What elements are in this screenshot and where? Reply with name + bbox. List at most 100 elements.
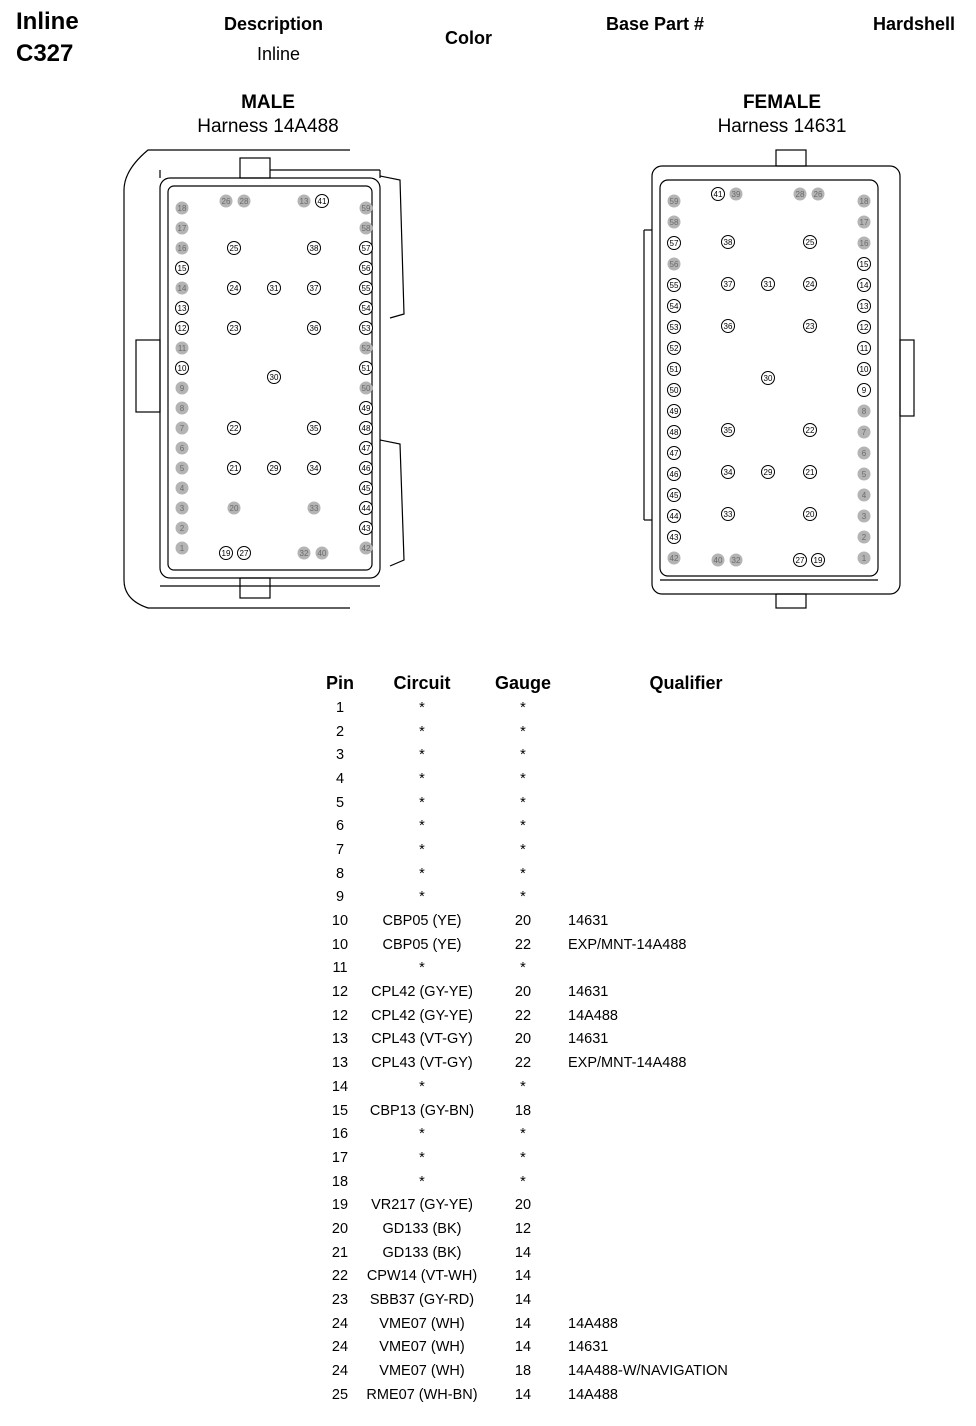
- pin-label: 18: [860, 197, 869, 206]
- pin-circle: [175, 541, 189, 555]
- male-pin: 36: [307, 321, 321, 335]
- pin-label: 47: [670, 449, 679, 458]
- gauge-cell: 18: [514, 1363, 532, 1380]
- pin-label: 22: [806, 426, 815, 435]
- pin-label: 18: [178, 204, 187, 213]
- pin-label: 49: [362, 404, 371, 413]
- female-pin: 59: [667, 194, 681, 208]
- pin-cell: 20: [331, 1220, 349, 1237]
- pin-circle: [359, 461, 373, 475]
- circuit-cell: CPL43 (VT-GY): [371, 1031, 473, 1048]
- table-row: 2**: [318, 720, 808, 744]
- table-row: 4**: [318, 767, 808, 791]
- female-pin: 3: [857, 509, 871, 523]
- circuit-cell: CBP05 (YE): [382, 913, 462, 930]
- table-row: 7**: [318, 838, 808, 862]
- table-row: 1**: [318, 696, 808, 720]
- circuit-cell: *: [419, 1126, 425, 1143]
- pin-label: 37: [724, 280, 733, 289]
- pin-circle: [667, 404, 681, 418]
- male-pin-layer: 1817161514131211109876543215958575655545…: [175, 194, 373, 560]
- pin-label: 17: [178, 224, 187, 233]
- circuit-cell: RME07 (WH-BN): [366, 1386, 478, 1403]
- circuit-cell: CPL42 (GY-YE): [371, 984, 473, 1001]
- connector-id: C327: [16, 40, 74, 67]
- pin-label: 34: [310, 464, 319, 473]
- qualifier-cell: [564, 1075, 808, 1099]
- pin-circle: [721, 235, 735, 249]
- female-pin: 45: [667, 488, 681, 502]
- qualifier-cell: [564, 1265, 808, 1289]
- qualifier-cell: 14A488: [568, 1315, 618, 1332]
- qualifier-cell: [564, 1241, 808, 1265]
- male-pin: 35: [307, 421, 321, 435]
- pin-cell: 11: [332, 960, 348, 977]
- pin-circle: [803, 319, 817, 333]
- qualifier-cell: [564, 838, 808, 862]
- male-pin: 58: [359, 221, 373, 235]
- male-pin: 25: [227, 241, 241, 255]
- circuit-cell: *: [419, 818, 425, 835]
- pin-circle: [711, 187, 725, 201]
- female-pin: 2: [857, 530, 871, 544]
- female-pin: 18: [857, 194, 871, 208]
- male-title: MALE: [241, 92, 295, 113]
- male-pin: 50: [359, 381, 373, 395]
- pin-label: 28: [240, 197, 249, 206]
- pin-circle: [307, 241, 321, 255]
- pin-circle: [803, 465, 817, 479]
- qualifier-cell: [564, 862, 808, 886]
- male-pin: 30: [267, 370, 281, 384]
- pin-label: 36: [310, 324, 319, 333]
- female-pin: 17: [857, 215, 871, 229]
- qualifier-cell: EXP/MNT-14A488: [568, 1055, 687, 1072]
- pin-circle: [307, 281, 321, 295]
- male-connector-outline: [123, 149, 405, 609]
- pin-cell: 8: [335, 865, 345, 882]
- male-pin: 20: [227, 501, 241, 515]
- male-pin: 56: [359, 261, 373, 275]
- female-pin: 55: [667, 278, 681, 292]
- female-pin: 34: [721, 465, 735, 479]
- pin-label: 54: [362, 304, 371, 313]
- pin-label: 33: [724, 510, 733, 519]
- pin-label: 51: [362, 364, 371, 373]
- female-pin: 26: [811, 187, 825, 201]
- qualifier-cell: [564, 1288, 808, 1312]
- pin-circle: [359, 241, 373, 255]
- male-pin: 49: [359, 401, 373, 415]
- pin-label: 10: [860, 365, 869, 374]
- pin-cell: 5: [335, 794, 345, 811]
- gauge-cell: 14: [514, 1315, 532, 1332]
- pin-table: Pin Circuit Gauge Qualifier 1**2**3**4**…: [318, 670, 808, 1407]
- qualifier-cell: 14631: [568, 913, 609, 930]
- pin-label: 23: [806, 322, 815, 331]
- pin-label: 13: [178, 304, 187, 313]
- pin-circle: [857, 362, 871, 376]
- circuit-cell: *: [419, 699, 425, 716]
- circuit-cell: *: [419, 889, 425, 906]
- hardshell-label: Hardshell: [873, 14, 956, 34]
- pin-circle: [359, 541, 373, 555]
- female-pin: 35: [721, 423, 735, 437]
- pin-circle: [667, 257, 681, 271]
- pin-label: 8: [862, 407, 867, 416]
- pin-label: 25: [806, 238, 815, 247]
- pin-circle: [227, 281, 241, 295]
- male-pin: 43: [359, 521, 373, 535]
- female-pin: 44: [667, 509, 681, 523]
- table-row: 9**: [318, 886, 808, 910]
- circuit-header: Circuit: [393, 672, 451, 693]
- pin-label: 4: [180, 484, 185, 493]
- qualifier-cell: 14631: [568, 1031, 609, 1048]
- pin-label: 21: [806, 468, 815, 477]
- pin-circle: [667, 215, 681, 229]
- male-pin: 45: [359, 481, 373, 495]
- base-part-label: Base Part #: [606, 14, 705, 34]
- female-pin: 47: [667, 446, 681, 460]
- male-pin: 11: [175, 341, 189, 355]
- pin-label: 5: [862, 470, 867, 479]
- pin-circle: [667, 467, 681, 481]
